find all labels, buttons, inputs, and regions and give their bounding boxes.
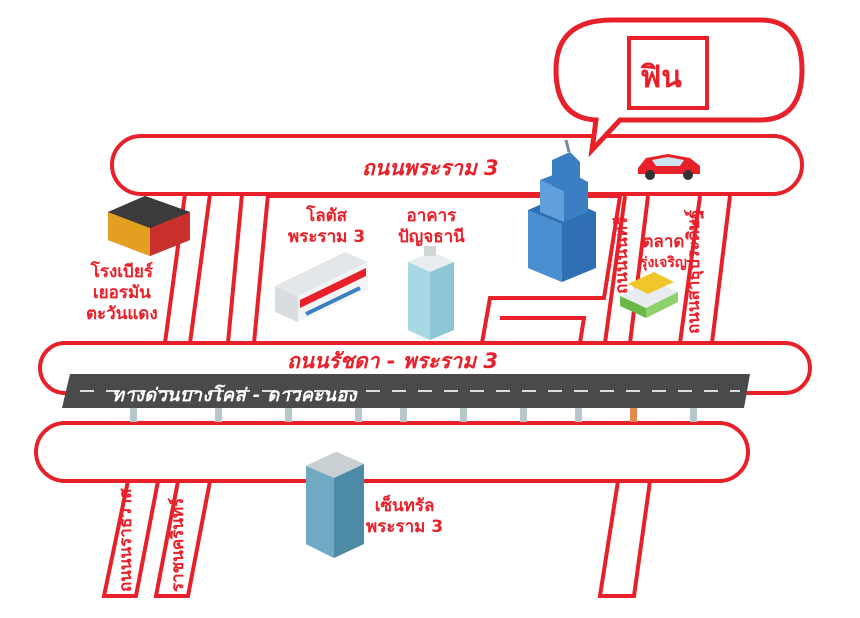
place-label-panjathani: อาคาร ปัญจธานี — [398, 206, 465, 248]
car-icon — [638, 154, 700, 180]
road-block-lower — [500, 316, 587, 344]
expressway-pillars — [130, 408, 697, 422]
logo-box — [627, 36, 709, 110]
place-label-brewery: โรงเบียร์ เยอรมัน ตะวันแดง — [86, 262, 158, 325]
road-label-ratchada: ถนนรัชดา - พระราม 3 — [287, 349, 498, 373]
market-building-icon — [620, 272, 678, 318]
lotus-line-2: พระราม 3 — [288, 227, 366, 247]
panjathani-line-1: อาคาร — [406, 206, 457, 226]
market-line-1: ตลาด — [642, 232, 685, 252]
lotus-line-1: โลตัส — [306, 206, 348, 226]
central-line-1: เซ็นทรัล — [374, 496, 435, 516]
road-narathiwat — [101, 480, 160, 598]
logo-text: ฟิน — [640, 60, 682, 95]
central-line-2: พระราม 3 — [366, 517, 444, 537]
lotus-building-icon — [275, 252, 368, 322]
central-tower-icon — [306, 452, 364, 558]
brewery-building-icon — [108, 196, 190, 256]
brewery-line-3: ตะวันแดง — [86, 304, 158, 324]
road-label-rama3: ถนนพระราม 3 — [362, 156, 499, 180]
market-line-2: รุ่งเจริญ — [640, 255, 687, 271]
road-label-ratchanakarin: ราชนครินทร์ — [168, 497, 188, 592]
panjathani-tower-icon — [408, 246, 454, 340]
expressway-label: ทางด่วนบางโคล่ - ดาวคะนอง — [112, 385, 357, 406]
road-nonsi — [603, 195, 650, 344]
road-right-bottom — [597, 480, 652, 598]
road-connector-2 — [226, 193, 270, 344]
brewery-line-2: เยอรมัน — [92, 283, 151, 303]
road-sathu — [678, 195, 732, 344]
road-label-narathiwat: ถนนนราธิวาส — [116, 488, 136, 592]
road-label-nonsi: ถนนนนทรี — [612, 216, 632, 294]
brewery-line-1: โรงเบียร์ — [90, 262, 153, 282]
place-label-market: ตลาด รุ่งเจริญ — [640, 232, 687, 274]
panjathani-line-2: ปัญจธานี — [398, 227, 465, 247]
place-label-lotus: โลตัส พระราม 3 — [288, 206, 365, 248]
place-label-central: เซ็นทรัล พระราม 3 — [366, 496, 443, 538]
road-bottom — [34, 421, 750, 483]
road-ratchanakarin — [153, 480, 212, 598]
hq-tower-icon — [528, 139, 596, 282]
road-block-lotus — [268, 194, 623, 344]
expressway — [62, 374, 750, 408]
